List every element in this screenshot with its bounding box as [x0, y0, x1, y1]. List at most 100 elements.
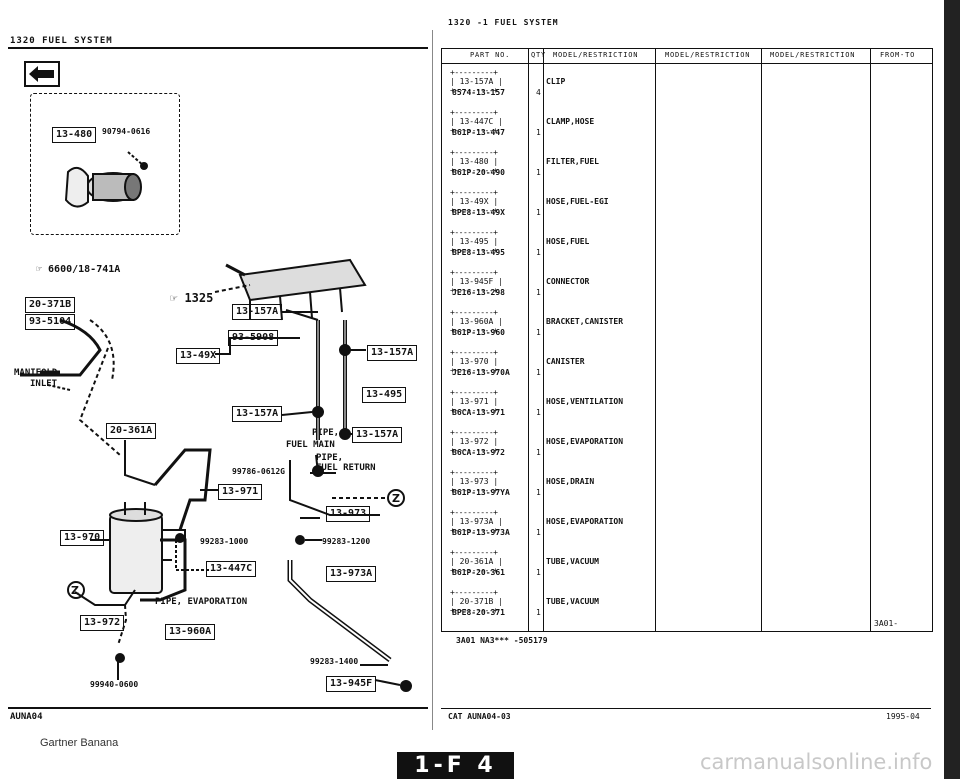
description: BRACKET,CANISTER	[546, 317, 624, 326]
callout-20-361a: 20-361A	[106, 423, 157, 439]
row-ref: 13-480	[459, 157, 489, 166]
ref-border-bottom: +---------+	[450, 526, 498, 535]
quantity: 1	[536, 408, 541, 417]
watermark-left: Gartner Banana	[40, 737, 119, 749]
quantity: 1	[536, 128, 541, 137]
col-model-1: MODEL/RESTRICTION	[553, 51, 639, 59]
ref-border-bottom: +---------+	[450, 566, 498, 575]
ref-border-bottom: +---------+	[450, 86, 498, 95]
table-row: +---------+| 13-480 |+---------+B61P-20-…	[442, 145, 932, 186]
quantity: 1	[536, 328, 541, 337]
page-tab: 1-F 4	[397, 752, 514, 779]
callout-99283-1200: 99283-1200	[322, 537, 371, 546]
ref-code: | 13-157A |	[450, 77, 503, 86]
inlet-label: INLET	[30, 379, 58, 389]
part-number: B6CA-13-972	[452, 448, 505, 457]
ref-box: +---------+| 13-973 |+---------+	[450, 468, 528, 495]
quantity: 1	[536, 168, 541, 177]
col-model-2: MODEL/RESTRICTION	[665, 51, 751, 59]
ref-box: +---------+| 13-49X |+---------+	[450, 188, 528, 215]
callout-13-157a-d: 13-157A	[352, 427, 403, 443]
row-ref: 13-49X	[459, 197, 489, 206]
ref-border-top: +---------+	[450, 228, 498, 237]
col-divider	[870, 49, 871, 631]
description: TUBE,VACUUM	[546, 597, 599, 606]
row-ref: 13-447C	[459, 117, 494, 126]
ref-border-bottom: +---------+	[450, 126, 498, 135]
left-footer-code: AUNA04	[10, 712, 43, 722]
description: CLAMP,HOSE	[546, 117, 595, 126]
description: HOSE,EVAPORATION	[546, 437, 624, 446]
ref-border-bottom: +---------+	[450, 606, 498, 615]
watermark-right: carmanualsonline.info	[700, 750, 933, 774]
fuel-filter-drawing	[64, 151, 148, 208]
part-number: B61P-13-960	[452, 328, 505, 337]
reference-6600: ☞ 6600/18-741A	[36, 264, 121, 275]
quantity: 1	[536, 488, 541, 497]
ref-box: +---------+| 13-157A |+---------+	[450, 68, 528, 95]
table-row: +---------+| 13-970 |+---------+JE16-13-…	[442, 345, 932, 386]
callout-13-157a-c: 13-157A	[232, 406, 283, 422]
quantity: 1	[536, 528, 541, 537]
filter-detail-box	[30, 93, 180, 235]
ref-border-bottom: +---------+	[450, 486, 498, 495]
ref-box: +---------+| 13-480 |+---------+	[450, 148, 528, 175]
part-number: B61P-13-973A	[452, 528, 510, 537]
part-number: JE16-13-298	[452, 288, 505, 297]
ref-border-bottom: +---------+	[450, 366, 498, 375]
fuel-main-label: FUEL MAIN	[286, 440, 335, 450]
row-ref: 13-973A	[459, 517, 494, 526]
ref-box: +---------+| 20-361A |+---------+	[450, 548, 528, 575]
manifold-label: MANIFOLD	[14, 368, 58, 378]
row-ref: 13-495	[459, 237, 489, 246]
table-row: +---------+| 13-960A |+---------+B61P-13…	[442, 305, 932, 346]
row-ref: 20-361A	[459, 557, 494, 566]
left-page-header: 1320 FUEL SYSTEM	[10, 36, 113, 46]
ref-border-top: +---------+	[450, 148, 498, 157]
row-ref: 13-971	[459, 397, 489, 406]
callout-13-973a: 13-973A	[326, 566, 377, 582]
ref-box: +---------+| 13-972 |+---------+	[450, 428, 528, 455]
part-number: JE16-13-970A	[452, 368, 510, 377]
table-row: +---------+| 13-971 |+---------+B6CA-13-…	[442, 385, 932, 426]
col-divider	[528, 49, 529, 631]
callout-13-157a-b: 13-157A	[367, 345, 418, 361]
ref-border-bottom: +---------+	[450, 286, 498, 295]
svg-text:Z: Z	[71, 584, 79, 597]
fuel-return-label: FUEL RETURN	[316, 463, 376, 473]
part-number: BPE8-13-495	[452, 248, 505, 257]
callout-93-5104: 93-5104	[25, 314, 76, 330]
description: CLIP	[546, 77, 566, 86]
row-ref: 13-972	[459, 437, 489, 446]
description: HOSE,EVAPORATION	[546, 517, 624, 526]
ref-border-top: +---------+	[450, 388, 498, 397]
description: CANISTER	[546, 357, 585, 366]
pipe-evaporation-label: PIPE, EVAPORATION	[155, 597, 248, 607]
ref-code: | 13-945F |	[450, 277, 503, 286]
part-number: B61P-20-361	[452, 568, 505, 577]
part-number: B61P-13-447	[452, 128, 505, 137]
ref-border-top: +---------+	[450, 428, 498, 437]
callout-13-480: 13-480	[52, 127, 97, 143]
col-divider	[543, 49, 544, 631]
col-part-no: PART NO.	[470, 51, 511, 59]
ref-code: | 13-480 |	[450, 157, 499, 166]
ref-code: | 13-973 |	[450, 477, 499, 486]
callout-13-49x: 13-49X	[176, 348, 221, 364]
col-from-to: FROM-TO	[880, 51, 916, 59]
ref-code: | 13-960A |	[450, 317, 503, 326]
ref-border-top: +---------+	[450, 308, 498, 317]
description: HOSE,FUEL-EGI	[546, 197, 609, 206]
last-from-to: 3A01-	[874, 619, 899, 628]
parts-table-header: PART NO. QTY MODEL/RESTRICTION MODEL/RES…	[442, 49, 932, 64]
svg-text:Z: Z	[392, 492, 400, 505]
table-row: +---------+| 20-361A |+---------+B61P-20…	[442, 545, 932, 586]
ref-border-top: +---------+	[450, 508, 498, 517]
ref-border-bottom: +---------+	[450, 246, 498, 255]
description: FILTER,FUEL	[546, 157, 599, 166]
callout-90794-0616: 90794-0616	[102, 127, 151, 136]
quantity: 1	[536, 608, 541, 617]
ref-box: +---------+| 13-960A |+---------+	[450, 308, 528, 335]
description: HOSE,VENTILATION	[546, 397, 624, 406]
quantity: 1	[536, 568, 541, 577]
